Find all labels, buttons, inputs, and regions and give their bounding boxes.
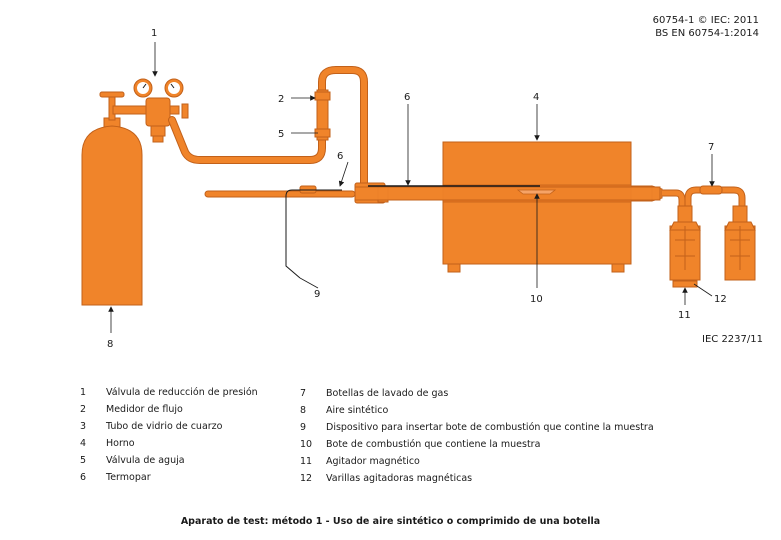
legend-text: Horno <box>106 438 135 449</box>
figure-caption: Aparato de test: método 1 - Uso de aire … <box>180 516 601 527</box>
legend-num: 6 <box>80 472 87 483</box>
pressure-reducing-valve <box>99 78 189 143</box>
legend-item: 4 Horno <box>80 435 258 452</box>
legend-text: Válvula de reducción de presión <box>106 387 258 398</box>
callout-2: 2 <box>278 94 284 105</box>
legend-num: 1 <box>80 387 87 398</box>
legend-num: 8 <box>300 405 307 416</box>
legend-item: 11 Agitador magnético <box>300 453 654 470</box>
legend-num: 4 <box>80 438 87 449</box>
callout-1: 1 <box>151 28 157 39</box>
callout-8: 8 <box>107 339 113 350</box>
furnace <box>354 141 661 273</box>
legend-item: 2 Medidor de flujo <box>80 401 258 418</box>
legend-text: Dispositivo para insertar bote de combus… <box>326 422 654 433</box>
magnetic-stirrer <box>672 280 698 288</box>
gas-wash-bottle-1 <box>669 205 701 281</box>
legend-text: Aire sintético <box>326 405 389 416</box>
legend-item: 3 Tubo de vidrio de cuarzo <box>80 418 258 435</box>
leader-lines <box>108 42 715 333</box>
flow-meter <box>314 89 331 141</box>
callout-5: 5 <box>278 129 284 140</box>
callout-10: 10 <box>530 294 543 305</box>
gas-supply-tube <box>168 66 368 190</box>
legend-text: Medidor de flujo <box>106 404 183 415</box>
legend-num: 9 <box>300 422 307 433</box>
tube-connector <box>699 185 723 195</box>
legend-item: 7 Botellas de lavado de gas <box>300 385 654 402</box>
standard-ref-line-2: BS EN 60754-1:2014 <box>655 28 759 39</box>
legend-num: 7 <box>300 388 307 399</box>
legend-text: Botellas de lavado de gas <box>326 388 449 399</box>
legend-text: Agitador magnético <box>326 456 420 467</box>
gas-wash-bottle-2 <box>724 205 756 281</box>
insertion-device-wire <box>285 189 342 279</box>
callout-6-thermocouple: 6 <box>337 151 343 162</box>
standard-reference: 60754-1 © IEC: 2011 BS EN 60754-1:2014 <box>653 14 759 40</box>
legend-item: 1 Válvula de reducción de presión <box>80 384 258 401</box>
legend-item: 9 Dispositivo para insertar bote de combu… <box>300 419 654 436</box>
legend-num: 2 <box>80 404 87 415</box>
figure-code: IEC 2237/11 <box>702 334 763 345</box>
callout-4: 4 <box>533 92 539 103</box>
legend-text: Termopar <box>106 472 151 483</box>
legend-item: 6 Termopar <box>80 469 258 486</box>
air-cylinder <box>81 117 143 306</box>
legend-item: 10 Bote de combustión que contiene la mue… <box>300 436 654 453</box>
legend-num: 11 <box>300 456 313 467</box>
legend-num: 10 <box>300 439 313 450</box>
legend-left: 1 Válvula de reducción de presión 2 Medido… <box>80 384 258 486</box>
combustion-boat <box>516 189 557 195</box>
legend-text: Tubo de vidrio de cuarzo <box>106 421 223 432</box>
callout-12: 12 <box>714 294 727 305</box>
legend-right: 7 Botellas de lavado de gas 8 Aire sintéti… <box>300 385 654 487</box>
callout-11: 11 <box>678 310 691 321</box>
legend-text: Válvula de aguja <box>106 455 185 466</box>
legend-num: 12 <box>300 473 313 484</box>
legend-item: 8 Aire sintético <box>300 402 654 419</box>
standard-ref-line-1: 60754-1 © IEC: 2011 <box>652 15 759 26</box>
legend-text: Bote de combustión que contiene la muest… <box>326 439 541 450</box>
callout-9: 9 <box>314 289 320 300</box>
legend-num: 3 <box>80 421 87 432</box>
callout-6: 6 <box>404 92 410 103</box>
legend-item: 5 Válvula de aguja <box>80 452 258 469</box>
legend-item: 12 Varillas agitadoras magnéticas <box>300 470 654 487</box>
callout-7: 7 <box>708 142 714 153</box>
legend-text: Varillas agitadoras magnéticas <box>326 473 473 484</box>
legend-num: 5 <box>80 455 87 466</box>
